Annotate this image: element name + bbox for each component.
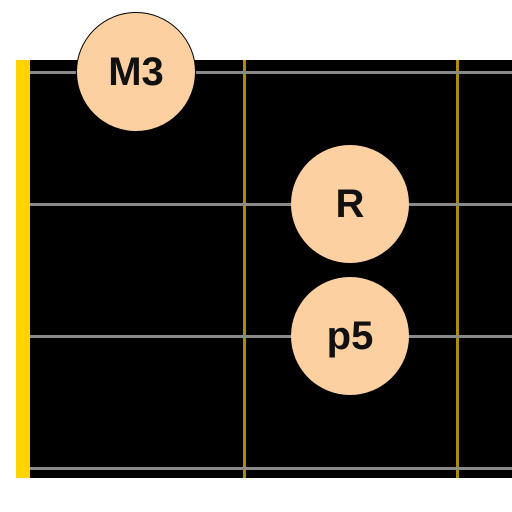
fret-line-2 [456, 60, 459, 478]
note-label: R [335, 181, 365, 226]
string-line-1 [30, 71, 512, 74]
note-label: M3 [108, 49, 164, 94]
nut [16, 60, 30, 478]
string-line-4 [30, 467, 512, 470]
fretboard [16, 60, 512, 478]
string-line-2 [30, 203, 512, 206]
note-dot-p5[interactable]: p5 [291, 277, 409, 395]
note-label: p5 [326, 313, 374, 358]
note-dot-root[interactable]: R [291, 145, 409, 263]
fret-line-1 [243, 60, 246, 478]
note-dot-m3[interactable]: M3 [76, 12, 196, 132]
string-line-3 [30, 335, 512, 338]
